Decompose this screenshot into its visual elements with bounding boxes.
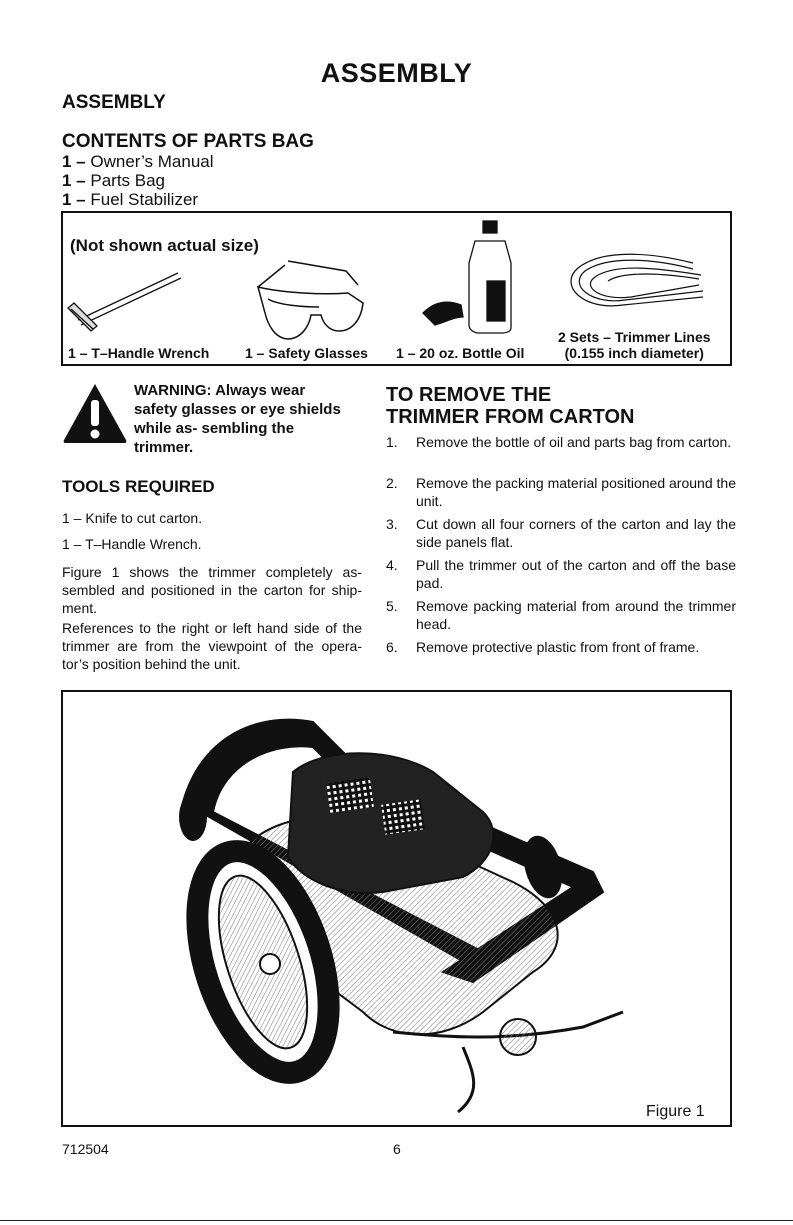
trimmer-lines-label-1: 2 Sets – Trimmer Lines [558,329,711,345]
remove-heading-line-1: TO REMOVE THE [386,384,552,406]
contents-item: 1 – Fuel Stabilizer [62,190,214,209]
oil-bottle-icon [422,220,512,334]
step-text: Remove the packing material positioned a… [416,475,736,509]
oil-label: 1 – 20 oz. Bottle Oil [396,345,525,361]
t-handle-wrench-icon [67,272,182,332]
tool-item: 1 – T–Handle Wrench. [62,536,202,552]
section-heading: ASSEMBLY [62,92,166,113]
step-text: Pull the trimmer out of the carton and o… [416,557,736,591]
glasses-label: 1 – Safety Glasses [245,345,368,361]
document-code: 712504 [62,1141,109,1157]
step-number: 5. [386,598,398,614]
step-number: 1. [386,434,398,450]
orientation-paragraph: References to the right or left hand sid… [62,620,362,672]
item-label: Owner’s Manual [85,152,214,171]
contents-item: 1 – Parts Bag [62,171,214,190]
tool-item: 1 – Knife to cut carton. [62,510,203,526]
figure-description-paragraph: Figure 1 shows the trimmer completely as… [62,564,362,616]
parts-figure-box [61,211,732,366]
contents-list: 1 – Owner’s Manual 1 – Parts Bag 1 – Fue… [62,152,214,209]
item-qty: 1 – [62,171,86,190]
safety-glasses-icon [256,260,364,340]
parts-figure-note: (Not shown actual size) [70,236,259,255]
step-number: 6. [386,639,398,655]
step-number: 3. [386,516,398,532]
parts-illustrations [67,220,704,340]
warning-icon [63,384,127,443]
warning-text: WARNING: Always wear safety glasses or e… [134,382,341,456]
figure-1-label: Figure 1 [646,1103,705,1120]
trimmer-lines-label: 2 Sets – Trimmer Lines (0.155 inch diame… [558,329,711,361]
step-text: Cut down all four corners of the carton … [416,516,736,550]
item-label: Fuel Stabilizer [85,190,199,209]
remove-heading: TO REMOVE THE TRIMMER FROM CARTON [386,384,736,428]
trimmer-lines-icon [570,253,704,307]
page-title: ASSEMBLY [320,58,473,88]
wheel-icon [186,840,340,1084]
trimmer-lines-label-2: (0.155 inch diameter) [564,345,704,361]
contents-heading: CONTENTS OF PARTS BAG [62,131,314,152]
contents-item: 1 – Owner’s Manual [62,152,214,171]
page-number: 6 [393,1141,401,1157]
step-text: Remove the bottle of oil and parts bag f… [416,434,732,450]
figure-1-box [61,690,732,1127]
bottom-rule [0,1220,793,1221]
remove-heading-line-2: TRIMMER FROM CARTON [386,406,635,428]
item-qty: 1 – [62,190,86,209]
wrench-label: 1 – T–Handle Wrench [68,345,210,361]
step-number: 4. [386,557,398,573]
step-text: Remove packing material from around the … [416,598,736,632]
item-qty: 1 – [62,152,86,171]
step-text: Remove protective plastic from front of … [416,639,700,655]
trimmer-illustration [179,718,624,1114]
step-number: 2. [386,475,398,491]
item-label: Parts Bag [85,171,166,190]
tools-heading: TOOLS REQUIRED [62,477,215,496]
